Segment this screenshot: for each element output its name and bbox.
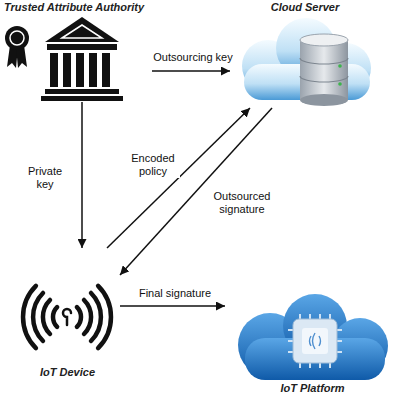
arrow-connector (120, 305, 225, 307)
cloud-server-node: Cloud Server (230, 0, 380, 108)
authority-node: Trusted Attribute Authority (2, 0, 152, 102)
award-ribbon (5, 26, 29, 68)
node-title: Trusted Attribute Authority (4, 1, 144, 14)
edge-label: Encoded policy (126, 152, 180, 178)
iot-platform-node: IoT Platform (225, 290, 400, 396)
node-title: IoT Device (40, 366, 95, 379)
edge-label: Final signature (132, 287, 218, 300)
edge-label: Outsourcing key (150, 51, 236, 64)
arrow-connector (107, 108, 250, 248)
arrow-connector (152, 70, 230, 72)
edge-label: Private key (18, 165, 72, 191)
node-title: Cloud Server (271, 1, 339, 14)
bank-building-icon (41, 17, 123, 101)
node-title: IoT Platform (280, 382, 344, 395)
wireless-device-icon (23, 286, 111, 348)
cloud-server-icon (242, 18, 371, 106)
edge-label: Outsourced signature (205, 190, 279, 216)
iot-device-node: IoT Device (15, 248, 120, 380)
arrow-connector (81, 102, 83, 248)
iot-platform-cloud-icon (238, 294, 388, 380)
